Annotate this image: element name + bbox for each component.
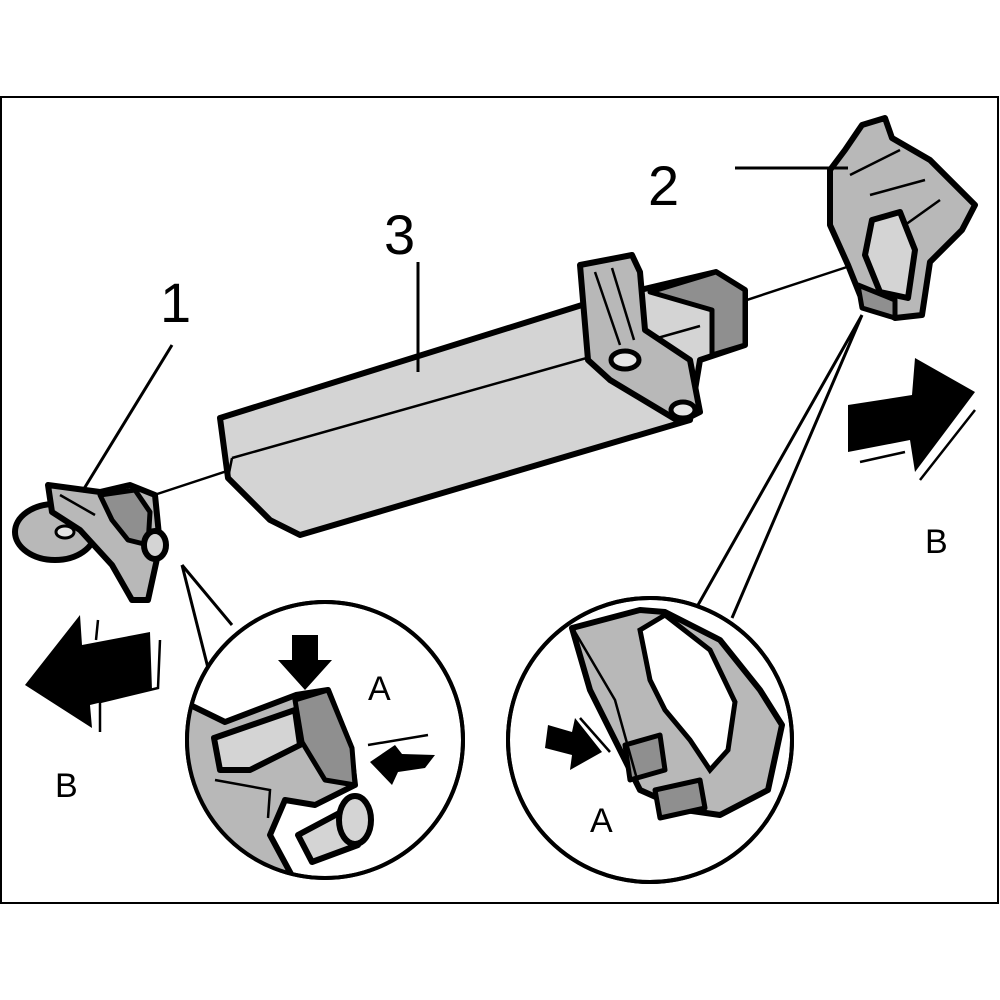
arrow-b-left-icon xyxy=(25,615,162,732)
leader-part-1 xyxy=(80,344,174,493)
detail-left-leader xyxy=(180,564,234,669)
part-number-2: 2 xyxy=(648,154,679,217)
diagram-frame xyxy=(0,96,999,904)
arrow-b-right-icon xyxy=(848,358,976,481)
detail-right-label-a: A xyxy=(590,802,613,840)
detail-right-leader xyxy=(696,314,864,619)
arrow-b-right-label: B xyxy=(925,523,948,561)
detail-circle-right xyxy=(506,596,794,884)
press-arrow-right-icon xyxy=(545,718,602,770)
detail-left-label-a: A xyxy=(368,670,391,708)
press-arrow-down-icon xyxy=(278,635,332,690)
holder-part-1 xyxy=(12,482,169,603)
detail-circle-left xyxy=(185,600,465,880)
press-arrow-side-icon xyxy=(370,745,435,785)
rail-part-3 xyxy=(217,252,748,538)
holder-part-2 xyxy=(827,115,978,321)
part-number-3: 3 xyxy=(384,203,415,266)
part-number-1: 1 xyxy=(160,271,191,334)
arrow-b-left-label: B xyxy=(55,767,78,805)
